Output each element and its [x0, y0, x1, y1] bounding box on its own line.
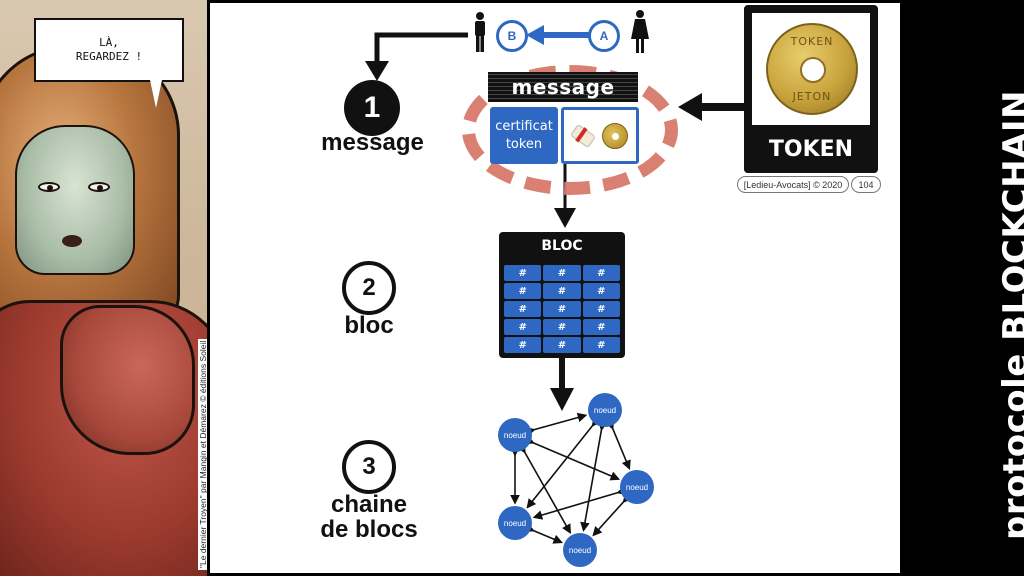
hash-cell: #	[543, 301, 581, 317]
network-link	[532, 485, 627, 520]
mouth	[62, 235, 82, 247]
arrowhead-a-to-b	[526, 25, 544, 45]
step-1-number: 1	[363, 91, 381, 124]
man-icon	[475, 12, 485, 52]
arrowhead-step1	[365, 61, 389, 81]
hash-cell: #	[504, 301, 542, 317]
step-3-label-line1: chaine	[330, 491, 408, 518]
receiver-label: B	[507, 29, 517, 43]
face-illustration	[15, 125, 135, 275]
coin-top-text: TOKEN	[790, 35, 834, 48]
sender-label: A	[599, 29, 609, 43]
bloc-hash-grid: ###############	[504, 265, 620, 353]
speech-line-2: REGARDEZ !	[75, 50, 143, 63]
step-3-badge: 3	[342, 440, 396, 494]
side-title-bar: protocole BLOCKCHAIN	[904, 0, 1024, 576]
certificate-token-box: certificat token	[490, 107, 558, 164]
arrow-to-step1	[374, 32, 468, 65]
hash-cell: #	[504, 337, 542, 353]
network-links	[510, 412, 633, 544]
network-link	[525, 412, 588, 437]
hash-cell: #	[504, 265, 542, 281]
network-link	[605, 419, 631, 471]
speech-bubble-tail	[150, 80, 162, 108]
receiver-b-badge: B	[496, 20, 528, 52]
page-number: 104	[851, 176, 881, 193]
eye-left	[38, 182, 60, 192]
cert-line-2: token	[505, 136, 543, 152]
certificate-scroll-icon	[569, 123, 597, 148]
network-link	[526, 416, 602, 509]
hash-cell: #	[582, 301, 620, 317]
bloc-title: BLOC	[541, 238, 583, 254]
eye-right	[88, 182, 110, 192]
arrowhead-message-to-bloc	[554, 208, 576, 228]
token-coin-image: TOKEN JETON	[766, 23, 858, 115]
coin-hole	[800, 57, 826, 83]
hash-cell: #	[582, 283, 620, 299]
step-2-label: bloc	[344, 312, 394, 339]
sender-a-badge: A	[588, 20, 620, 52]
hash-cell: #	[504, 283, 542, 299]
step-3-number: 3	[362, 453, 376, 480]
speech-line-1: LÀ,	[99, 36, 119, 49]
footer-credit: [Ledieu-Avocats] © 2020	[737, 176, 849, 193]
token-label: TOKEN	[744, 125, 878, 173]
woman-icon	[631, 10, 649, 53]
step-2-badge: 2	[342, 261, 396, 315]
step-3-label-line2: de blocs	[320, 516, 418, 543]
hash-cell: #	[582, 319, 620, 335]
hash-cell: #	[543, 265, 581, 281]
cert-line-1: certificat	[495, 118, 553, 134]
network-node: noeud	[620, 470, 654, 504]
network-node: noeud	[498, 506, 532, 540]
hash-cell: #	[543, 319, 581, 335]
network-link	[524, 523, 564, 544]
network-link	[592, 492, 633, 537]
network-node: noeud	[498, 418, 532, 452]
comic-panel: LÀ, REGARDEZ ! "Le dernier Troyen" par M…	[0, 0, 210, 576]
message-header: message	[488, 72, 638, 102]
step-1-badge: 1	[344, 80, 400, 136]
arrowhead-bloc-to-network	[550, 388, 574, 411]
message-header-text: message	[511, 75, 615, 99]
step-1-label: message	[321, 129, 424, 156]
coin-icon	[602, 122, 628, 149]
step-2-number: 2	[362, 274, 376, 301]
message-icons-box	[561, 107, 639, 164]
hash-cell: #	[582, 265, 620, 281]
hash-cell: #	[543, 283, 581, 299]
node-network: noeud noeud noeud noeud noeud	[480, 378, 670, 576]
token-panel: TOKEN JETON TOKEN	[744, 5, 878, 173]
hash-cell: #	[582, 337, 620, 353]
network-node: noeud	[588, 393, 622, 427]
side-title: protocole BLOCKCHAIN	[996, 89, 1024, 540]
network-link	[580, 420, 608, 532]
hash-cell: #	[504, 319, 542, 335]
diagram-panel: B A message certificat token TOKEN JETON…	[210, 0, 902, 576]
network-node: noeud	[563, 533, 597, 567]
pointing-hand-illustration	[60, 305, 195, 455]
coin-bottom-text: JETON	[792, 90, 832, 103]
comic-credit: "Le dernier Troyen" par Mangin et Démare…	[198, 338, 208, 570]
token-label-text: TOKEN	[768, 136, 854, 162]
hash-cell: #	[543, 337, 581, 353]
network-link	[524, 435, 621, 481]
speech-bubble: LÀ, REGARDEZ !	[34, 18, 184, 82]
bloc-block: BLOC ###############	[499, 232, 625, 358]
arrowhead-token-to-message	[678, 93, 702, 121]
